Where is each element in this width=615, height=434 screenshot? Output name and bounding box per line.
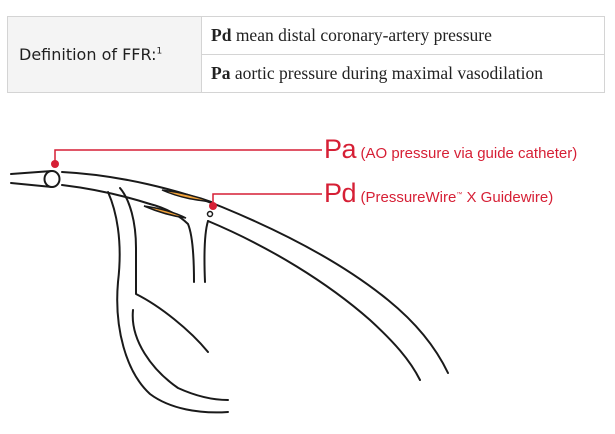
guide-catheter-bottom xyxy=(10,182,53,188)
vessel-lower-wall-distal xyxy=(207,220,421,381)
pd-symbol: Pd xyxy=(324,178,357,208)
definition-row-pd: Definition of FFR:1 Pd mean distal coron… xyxy=(7,16,605,93)
guide-catheter-tip xyxy=(43,170,61,188)
definition-pa-cell: Pa aortic pressure during maximal vasodi… xyxy=(201,54,605,93)
definition-text-pd: mean distal coronary-artery pressure xyxy=(235,25,492,45)
guide-catheter-top xyxy=(10,170,53,175)
vessel-outlines xyxy=(10,170,449,414)
pd-desc-before: (PressureWire xyxy=(360,189,457,206)
stenosis-upper xyxy=(161,189,213,203)
definition-term-pd: Pd xyxy=(211,25,232,45)
definition-label: Definition of FFR: xyxy=(19,45,157,64)
definition-label-cell: Definition of FFR:1 xyxy=(7,16,202,93)
stenosis-regions xyxy=(143,189,213,219)
stenosis-lower xyxy=(143,205,187,219)
ffr-definition-table: Definition of FFR:1 Pd mean distal coron… xyxy=(7,16,605,93)
pd-annotation: Pd (PressureWire™ X Guidewire) xyxy=(324,178,553,209)
branch-middle-right xyxy=(203,220,209,283)
pa-description: (AO pressure via guide catheter) xyxy=(360,145,578,162)
pa-marker-dot xyxy=(51,160,59,168)
pa-symbol: Pa xyxy=(324,134,357,164)
definition-footnote: 1 xyxy=(156,46,163,57)
definition-text-pa: aortic pressure during maximal vasodilat… xyxy=(234,63,543,83)
branch-left-inner xyxy=(119,187,209,353)
pa-annotation: Pa (AO pressure via guide catheter) xyxy=(324,134,577,165)
vessel-lower-wall-proximal xyxy=(61,184,151,205)
pd-desc-after: X Guidewire) xyxy=(462,189,554,206)
branch-middle-left xyxy=(149,203,195,283)
pd-leader-line xyxy=(212,193,322,206)
branch-left-outer xyxy=(107,191,229,414)
branch-left-lower xyxy=(131,309,229,401)
vessel-upper-wall xyxy=(61,171,449,374)
trademark-symbol: ™ xyxy=(456,192,463,198)
definition-row-pa: Pa aortic pressure during maximal vasodi… xyxy=(8,54,605,93)
pa-leader-line xyxy=(54,149,322,164)
definition-term-pa: Pa xyxy=(211,63,231,83)
pressure-wire-sensor xyxy=(206,210,214,218)
pd-description: (PressureWire™ X Guidewire) xyxy=(360,189,553,206)
pd-marker-dot xyxy=(209,202,217,210)
